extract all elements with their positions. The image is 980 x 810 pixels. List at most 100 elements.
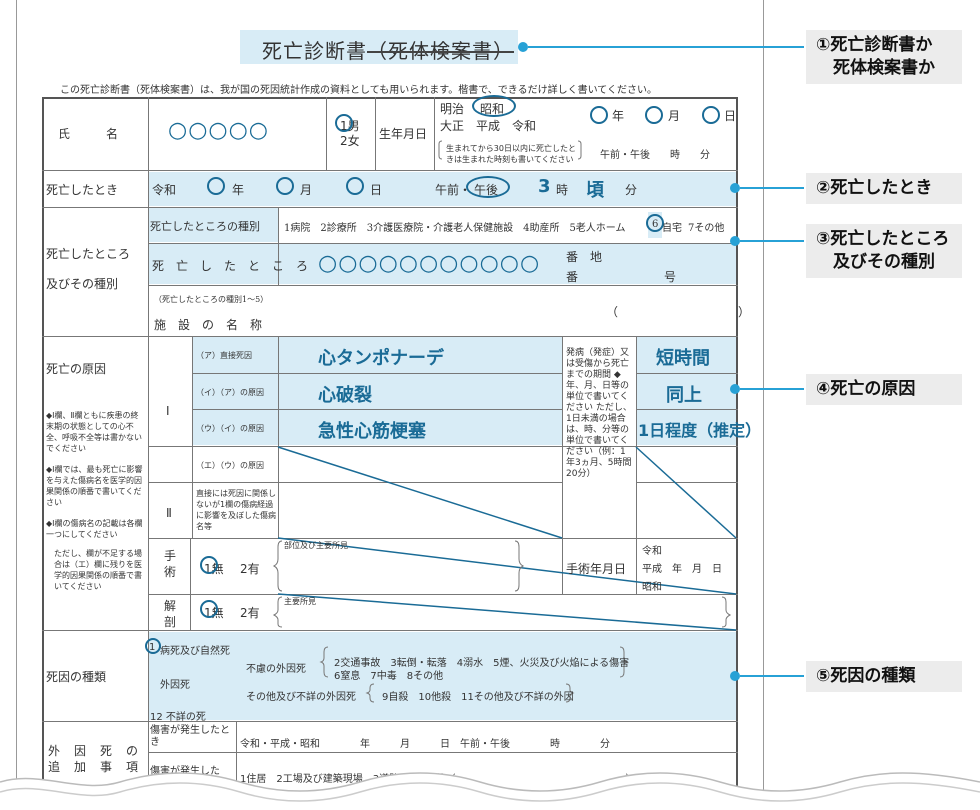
death-am-pm[interactable]: 午前・ <box>435 183 472 197</box>
callout-3-anchor <box>730 236 740 246</box>
place-type-label: 死亡したところの種別 <box>150 220 260 233</box>
form-table <box>42 97 738 787</box>
callout-2-anchor <box>730 183 740 193</box>
surgery-yes[interactable]: 2有 <box>240 562 260 576</box>
callout-death-certificate: ①死亡診断書か 死体検案書か <box>806 30 962 84</box>
death-month-circle <box>276 177 294 195</box>
surgery-detail[interactable]: 部位及び主要所見 <box>284 541 348 550</box>
duration-b[interactable]: 同上 <box>666 385 702 406</box>
facility-paren[interactable]: （ ） <box>606 305 751 319</box>
kind-accident-1[interactable]: 2交通事故 3転倒・転落 4溺水 5煙、火災及び火焔による傷害 <box>334 658 630 669</box>
cause-note-3: ◆Ⅰ欄の傷病名の記載は各欄一つにしてください <box>46 519 143 539</box>
kind-other-opts[interactable]: 9自殺 10他殺 11その他及び不詳の外因 <box>382 692 574 703</box>
death-pm-oval <box>466 176 510 198</box>
place-ban: 番 <box>566 270 579 284</box>
death-time-highlight <box>148 172 736 206</box>
place-type-label-highlight <box>148 208 278 242</box>
birth-label: 生年月日 <box>379 127 428 141</box>
death-era[interactable]: 令和 <box>152 183 177 197</box>
cause-row-b-label: （イ）（ア）の原因 <box>196 388 264 397</box>
place-label-2: 及びその種別 <box>46 277 119 291</box>
birth-year-circle <box>590 106 608 124</box>
name-value[interactable]: ○○○○○ <box>168 118 269 143</box>
injury-time-label: 傷害が発生したとき <box>150 725 230 748</box>
death-day-circle <box>346 177 364 195</box>
era-meiji[interactable]: 明治 <box>440 102 465 116</box>
surgery-label: 手術 <box>164 549 177 579</box>
facility-label: 施 設 の 名 称 <box>154 318 263 332</box>
cause-label: 死亡の原因 <box>46 362 107 376</box>
cause-highlight <box>192 337 562 445</box>
callout-1-anchor <box>518 42 528 52</box>
birth-day-label: 日 <box>724 109 737 123</box>
kind-highlight <box>148 632 736 720</box>
torn-edge <box>0 772 980 810</box>
section-2-label: Ⅱ <box>166 506 172 520</box>
cause-row-a-label: （ア）直接死因 <box>196 351 252 360</box>
place-value[interactable]: ○○○○○○○○○○○ <box>318 251 541 276</box>
duration-a[interactable]: 短時間 <box>656 348 710 369</box>
form-title: 死亡診断書（死体検案書） <box>262 35 514 64</box>
place-highlight <box>148 244 736 284</box>
death-approx: 頃 <box>586 180 604 201</box>
death-time-label: 死亡したとき <box>46 183 119 197</box>
title-main: 死亡診断書 <box>262 39 367 63</box>
title-struck: （死体検案書） <box>367 39 514 63</box>
callout-4-leader <box>740 388 804 390</box>
surgery-era-1[interactable]: 令和 <box>642 546 662 557</box>
injury-time[interactable]: 令和・平成・昭和 年 月 日 午前・午後 時 分 <box>240 739 610 750</box>
place-type-other[interactable]: 7その他 <box>688 223 725 234</box>
sex-female-option[interactable]: 2女 <box>340 134 360 148</box>
death-hour-value: 3 <box>538 176 551 197</box>
place-label-1: 死亡したところ <box>46 247 131 261</box>
kind-opt-1[interactable]: 病死及び自然死 <box>160 646 230 657</box>
autopsy-yes[interactable]: 2有 <box>240 606 260 620</box>
callout-3-leader <box>740 240 804 242</box>
kind-label: 死因の種類 <box>46 670 107 684</box>
name-label: 氏 名 <box>58 127 119 141</box>
autopsy-detail[interactable]: 主要所見 <box>284 597 316 606</box>
place-go: 号 <box>664 270 677 284</box>
death-year-circle <box>207 177 225 195</box>
birth-month-label: 月 <box>668 109 681 123</box>
duration-c[interactable]: 1日程度（推定） <box>638 421 762 440</box>
death-year-label: 年 <box>232 183 245 197</box>
place-type-home[interactable]: 自宅 <box>662 223 682 234</box>
callout-5-anchor <box>730 671 740 681</box>
place-type-selected-circle <box>646 214 664 232</box>
surgery-era-2[interactable]: 平成 年 月 日 <box>642 564 722 575</box>
cause-note-4: ただし、欄が不足する場合は（エ）欄に残りを医学的因果関係の順番で書いてください <box>54 549 142 591</box>
kind-external: 外因死 <box>160 680 190 691</box>
cause-value-b[interactable]: 心破裂 <box>318 385 372 406</box>
callout-death-cause: ④死亡の原因 <box>806 374 962 405</box>
cause-note-1: ◆Ⅰ欄、Ⅱ欄ともに疾患の終末期の状態としての心不全、呼吸不全等は書かないでくださ… <box>46 411 142 453</box>
duration-note: 発病（発症）又は受傷から死亡までの期間 ◆年、月、日等の単位で書いてください た… <box>566 348 632 479</box>
callout-4-anchor <box>730 384 740 394</box>
surgery-era-3[interactable]: 昭和 <box>642 582 662 593</box>
title-highlight <box>240 30 518 64</box>
autopsy-label: 解剖 <box>164 599 177 629</box>
cause-row-d-label: （エ）（ウ）の原因 <box>196 461 264 470</box>
era-selected-oval <box>472 95 516 117</box>
kind-other-label: その他及び不詳の外因死 <box>246 692 356 703</box>
section-2-note: 直接には死因に関係しないが1欄の傷病経過に影響を及ぼした傷病名等 <box>196 489 276 531</box>
place-type-options[interactable]: 1病院 2診療所 3介護医療院・介護老人保健施設 4助産所 5老人ホーム <box>284 223 626 234</box>
injury-place-label: 傷害が発生した <box>150 766 220 777</box>
cause-value-c[interactable]: 急性心筋梗塞 <box>318 421 426 442</box>
place-label: 死 亡 し た と こ ろ <box>152 259 309 273</box>
form-instructions: この死亡診断書（死体検案書）は、我が国の死因統計作成の資料としても用いられます。… <box>60 85 657 96</box>
cause-row-c-label: （ウ）（イ）の原因 <box>196 424 264 433</box>
era-others[interactable]: 大正 平成 令和 <box>440 119 537 133</box>
place-banchi: 番 地 <box>566 250 603 264</box>
facility-note: （死亡したところの種別1〜5） <box>154 295 269 304</box>
birth-time[interactable]: 午前・午後 時 分 <box>600 150 710 161</box>
kind-accident-2[interactable]: 6窒息 7中毒 8その他 <box>334 671 444 682</box>
kind-unknown[interactable]: 12 不詳の死 <box>150 712 206 723</box>
death-minute-label: 分 <box>625 183 638 197</box>
surgery-selected-circle <box>200 556 218 574</box>
death-month-label: 月 <box>300 183 313 197</box>
external-label-1: 外 因 死 の <box>48 744 140 758</box>
kind-accident-label: 不慮の外因死 <box>246 664 306 675</box>
cause-value-a[interactable]: 心タンポナーデ <box>318 348 444 369</box>
